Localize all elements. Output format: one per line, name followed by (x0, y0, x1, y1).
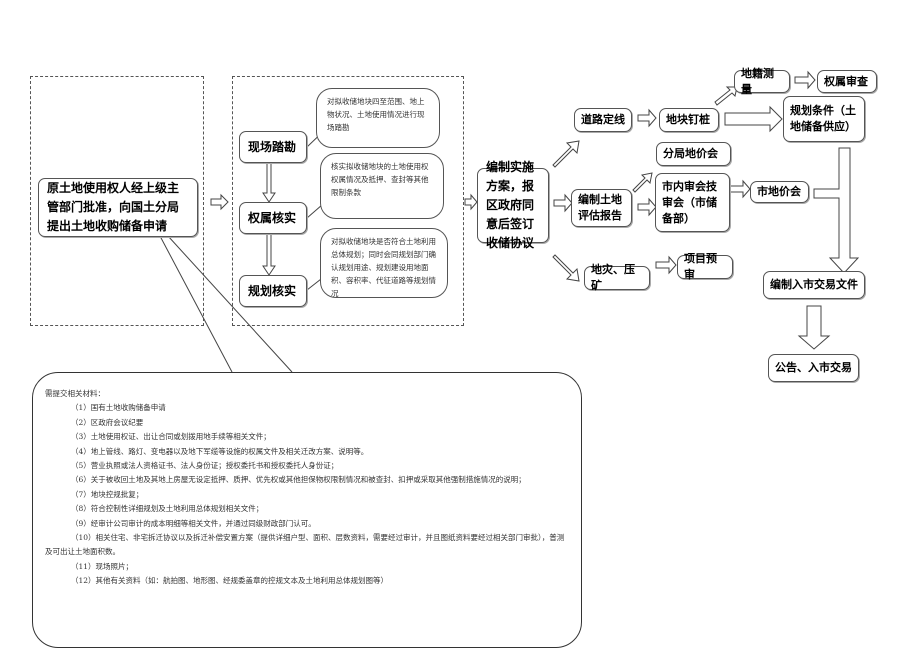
box-label: 市地价会 (757, 185, 801, 198)
arrow-down (262, 162, 276, 203)
arrow-right (655, 255, 677, 275)
arrow-right (724, 105, 783, 133)
arrow-up-right (552, 140, 580, 168)
disaster-box: 地灾、压矿 (584, 263, 650, 292)
application-text: 原土地使用权人经上级主管部门批准，向国土分局提出土地收购储备申请 (47, 181, 180, 233)
step-planning-check: 规划核实 (239, 275, 307, 307)
material-item: （3）土地使用权证、出让合同或划拨用地手续等相关文件； (71, 432, 271, 442)
plan-text: 编制实施方案，报区政府同意后签订收储协议 (486, 160, 535, 250)
materials-box: 需提交相关材料： （1）国有土地收购储备申请 （2）区政府会议纪要 （3）土地使… (32, 372, 582, 648)
arrow-right (210, 193, 229, 211)
arrow-down-large (797, 305, 831, 350)
step-label: 权属核实 (248, 210, 297, 225)
announce-box: 公告、入市交易 (768, 354, 859, 382)
note-text: 对拟收储地块四至范围、地上物状况、土地使用情况进行现场踏勘 (327, 97, 425, 132)
material-item: （5）营业执照或法人资格证书、法人身份证；授权委托书和授权委托人身份证； (71, 461, 339, 471)
note-site-survey: 对拟收储地块四至范围、地上物状况、土地使用情况进行现场踏勘 (316, 88, 440, 148)
box-label: 地块钉桩 (666, 113, 710, 126)
arrow-down-right (552, 254, 580, 282)
market-docs-box: 编制入市交易文件 (763, 271, 865, 299)
arrow-up-right (714, 86, 738, 106)
material-item: （7）地块控规批复； (71, 489, 144, 499)
material-item: （4）地上管线、路灯、变电器以及地下军缆等设施的权属文件及相关迁改方案、说明等。 (71, 446, 369, 456)
step-ownership-check: 权属核实 (239, 202, 307, 234)
material-item: （11）现场照片； (71, 561, 134, 571)
material-item: （6）关于被收回土地及其地上房屋无设定抵押、质押、优先权或其他担保物权限制情况和… (71, 475, 526, 485)
box-label: 编制土地评估报告 (578, 193, 622, 222)
arrow-up-right (632, 172, 653, 193)
note-planning: 对拟收储地块是否符合土地利用总体规划；同时会同规划部门确认规划用途、规划建设用地… (320, 228, 448, 298)
road-alignment-box: 道路定线 (574, 108, 632, 132)
box-label: 编制入市交易文件 (770, 278, 858, 291)
note-text: 对拟收储地块是否符合土地利用总体规划；同时会同规划部门确认规划用途、规划建设用地… (331, 237, 436, 298)
note-ownership: 核实拟收储地块的土地使用权权属情况及抵押、查封等其他限制条款 (320, 153, 444, 219)
material-item: （8）符合控制性详细规划及土地利用总体规划相关文件； (71, 504, 264, 514)
box-label: 公告、入市交易 (775, 361, 852, 374)
appraisal-report-box: 编制土地评估报告 (571, 189, 632, 227)
plan-box: 编制实施方案，报区政府同意后签订收储协议 (477, 160, 549, 250)
callout-line (159, 235, 233, 373)
application-region (30, 76, 204, 326)
cadastral-survey-box: 地籍测量 (734, 67, 790, 96)
district-price-box: 分局地价会 (656, 142, 731, 166)
box-label: 道路定线 (581, 113, 625, 126)
box-label: 地籍测量 (741, 66, 774, 96)
material-item: （12）其他有关资料（如：航拍图、地形图、经规委盖章的控规文本及土地利用总体规划… (71, 576, 389, 586)
step-label: 规划核实 (248, 283, 297, 298)
city-price-box: 市地价会 (750, 181, 809, 203)
arrow-right (637, 197, 657, 217)
box-label: 权属审查 (824, 74, 868, 88)
callout-line (167, 235, 293, 373)
note-text: 核实拟收储地块的土地使用权权属情况及抵押、查封等其他限制条款 (331, 162, 429, 197)
project-review-box: 项目预审 (677, 252, 733, 281)
box-label: 项目预审 (684, 252, 717, 281)
arrow-right (553, 193, 573, 213)
step-site-survey: 现场踏勘 (239, 131, 307, 163)
city-review-box: 市内审会技审会（市储备部） (655, 173, 730, 232)
material-item: （2）区政府会议纪要 (71, 417, 144, 427)
arrow-right (794, 70, 816, 90)
box-label: 规划条件（土地储备供应） (790, 104, 856, 133)
arrow-down (262, 233, 276, 276)
step-label: 现场踏勘 (248, 139, 297, 154)
plot-staking-box: 地块钉桩 (659, 108, 719, 132)
box-label: 分局地价会 (663, 147, 718, 160)
application-box: 原土地使用权人经上级主管部门批准，向国土分局提出土地收购储备申请 (38, 178, 198, 237)
arrow-right (464, 193, 478, 211)
box-label: 地灾、压矿 (591, 263, 635, 292)
arrow-down-large (813, 147, 860, 274)
box-label: 市内审会技审会（市储备部） (662, 179, 717, 225)
verification-region (232, 76, 464, 326)
ownership-review-box: 权属审查 (817, 70, 877, 93)
arrow-right (637, 108, 657, 128)
material-item: （9）经审计公司审计的成本明细等相关文件，并通过同级财政部门认可。 (71, 518, 316, 528)
arrow-right (729, 179, 751, 199)
materials-title: 需提交相关材料： (45, 389, 105, 398)
planning-conditions-box: 规划条件（土地储备供应） (783, 96, 865, 142)
material-item: （10）相关住宅、非宅拆迁协议以及拆迁补偿安置方案（提供详细户型、面积、层数资料… (45, 533, 565, 557)
material-item: （1）国有土地收购储备申请 (71, 403, 166, 413)
